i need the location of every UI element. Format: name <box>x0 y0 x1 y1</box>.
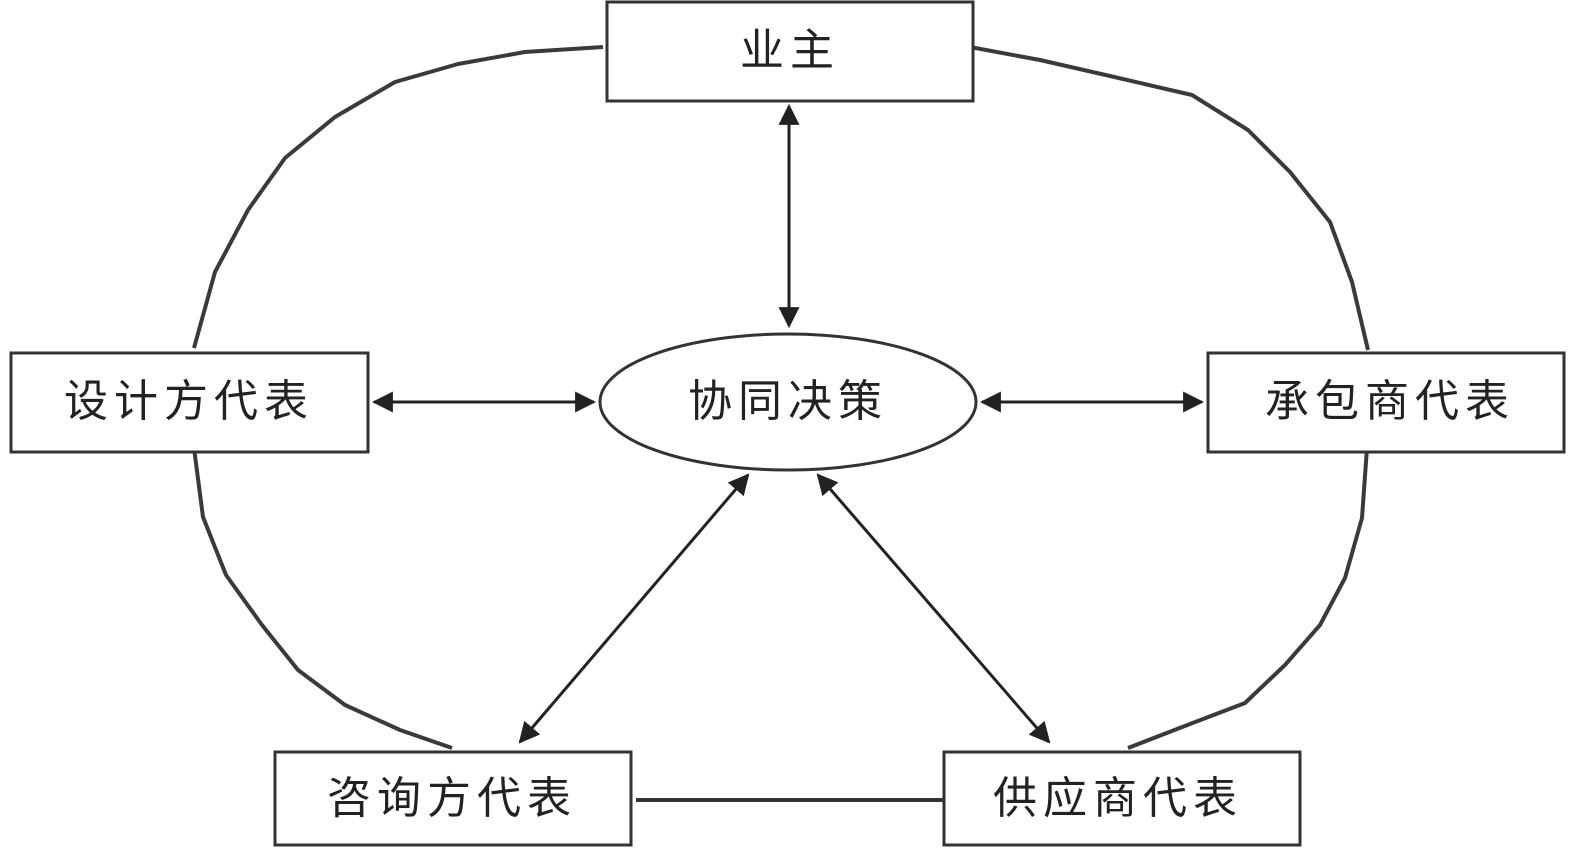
consultant-node: 咨询方代表 <box>273 750 633 847</box>
designer-label: 设计方代表 <box>64 376 314 427</box>
owner-node: 业主 <box>605 0 975 103</box>
right-bottom-curve <box>1127 447 1369 750</box>
supplier-node: 供应商代表 <box>942 750 1302 847</box>
designer-node: 设计方代表 <box>9 351 370 454</box>
supplier-center-arrow <box>816 473 1051 744</box>
center-node: 协同决策 <box>598 332 978 472</box>
left-top-curve <box>192 45 604 349</box>
center-label: 协同决策 <box>688 376 888 427</box>
consultant-label: 咨询方代表 <box>327 773 577 824</box>
supplier-label: 供应商代表 <box>993 773 1243 824</box>
owner-label: 业主 <box>740 25 840 76</box>
contractor-node: 承包商代表 <box>1206 351 1566 454</box>
right-top-curve <box>969 45 1370 351</box>
contractor-label: 承包商代表 <box>1265 376 1515 427</box>
left-bottom-curve <box>192 447 453 750</box>
consultant-center-arrow <box>518 473 750 744</box>
